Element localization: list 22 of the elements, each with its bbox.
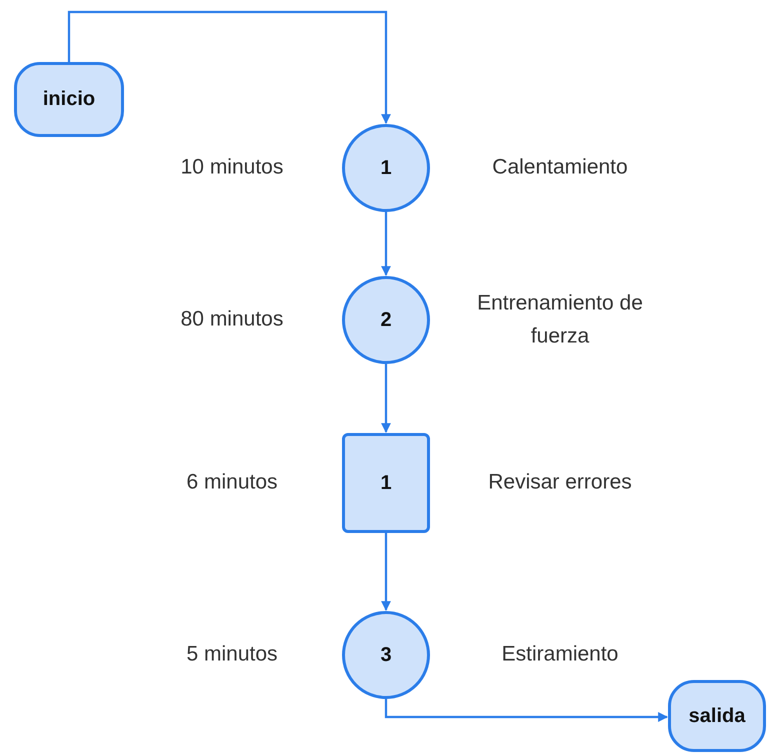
duration-label: 5 minutos xyxy=(185,642,279,668)
node-label: inicio xyxy=(42,88,96,111)
step-description: Revisar errores xyxy=(487,470,633,496)
duration-label: 80 minutos xyxy=(180,306,284,333)
step-description: Entrenamiento de fuerza xyxy=(476,290,644,349)
node-label: 2 xyxy=(380,308,392,332)
duration-label: 6 minutos xyxy=(185,470,279,496)
duration-label: 10 minutos xyxy=(180,154,284,181)
step-description: Estiramiento xyxy=(500,642,620,668)
node-label: 1 xyxy=(380,472,392,494)
step-square xyxy=(342,433,430,533)
node-label: 3 xyxy=(380,644,392,666)
step-description: Calentamiento xyxy=(491,154,629,181)
arrow xyxy=(381,212,391,276)
arrow xyxy=(384,699,668,722)
node-label: 1 xyxy=(380,156,392,180)
terminal-box xyxy=(668,680,766,752)
node-label: salida xyxy=(688,704,746,728)
terminal-box xyxy=(14,62,124,137)
arrow xyxy=(68,10,391,124)
arrow xyxy=(381,533,391,611)
arrow xyxy=(381,364,391,433)
